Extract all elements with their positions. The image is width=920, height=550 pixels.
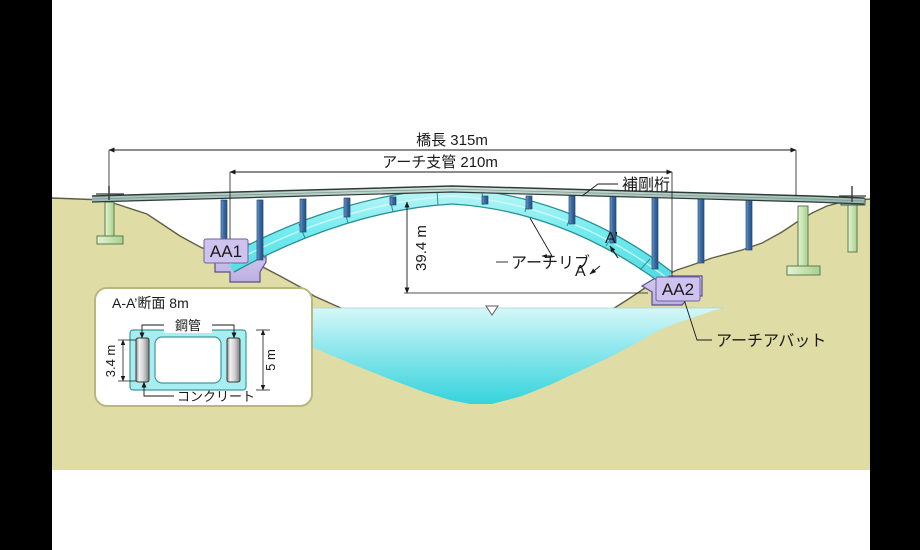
- inset-title: A-A’断面 8m: [112, 295, 189, 311]
- abutment-aa1-label-box: [203, 238, 249, 264]
- section-marker-a-prime-label: A’: [605, 230, 618, 247]
- inset-dim-34-label: 3.4 m: [103, 345, 118, 378]
- spandrel-column: [389, 196, 397, 206]
- cross-section-inset: A-A’断面 8m 鋼管 コンクリート: [94, 287, 313, 407]
- spandrel-columns-group: [220, 195, 753, 270]
- callout-arch-rib-label: アーチリブ: [511, 253, 590, 272]
- section-marker-a-prime-arrow: [609, 245, 619, 259]
- spandrel-column: [343, 197, 351, 218]
- arch-rib-band: [224, 188, 672, 284]
- abutment-aa2-label-box: [655, 276, 701, 302]
- deck-bottom-line: [91, 191, 865, 205]
- spandrel-column: [568, 195, 576, 225]
- callout-group: 補剛桁 アーチリブ アーチアバット AA1 AA2 A’ A: [203, 176, 826, 350]
- section-steel-pipe-left: [135, 337, 150, 383]
- water-level-triangle-icon: [485, 305, 499, 316]
- spandrel-column: [525, 195, 533, 210]
- inset-steel-pipe-label: 鋼管: [175, 318, 201, 333]
- callout-arch-abutment-leader: [680, 289, 712, 341]
- approach-pier-right-inner: [786, 205, 821, 276]
- spandrel-column: [299, 198, 307, 233]
- callout-stiffening-girder-leader: [581, 183, 618, 197]
- deck-mid-line: [91, 188, 865, 202]
- letterbox-left: [0, 0, 52, 550]
- dimension-group: 橋長 315m アーチ支管 210m 39.4 m: [108, 132, 797, 294]
- spandrel-column: [481, 195, 489, 205]
- arch-rib-bottom-edge: [233, 203, 663, 285]
- diagram-canvas: 橋長 315m アーチ支管 210m 39.4 m 補剛桁 アーチリブ: [52, 0, 870, 550]
- inset-concrete-label: コンクリート: [177, 389, 255, 404]
- bridge-elevation-drawing: 橋長 315m アーチ支管 210m 39.4 m 補剛桁 アーチリブ: [52, 132, 870, 470]
- section-inner-void: [154, 336, 222, 384]
- letterbox-right: [870, 0, 920, 550]
- callout-stiffening-girder-label: 補剛桁: [622, 176, 670, 194]
- section-marker-a-arrow: [589, 265, 601, 275]
- spandrel-column: [256, 199, 264, 261]
- inset-steel-pipe-label-bg: [164, 316, 212, 333]
- spandrel-column: [745, 197, 753, 251]
- callout-arch-abutment-label: アーチアバット: [716, 333, 826, 350]
- abutment-aa2-label: AA2: [662, 280, 694, 299]
- water-body: [212, 308, 724, 404]
- spandrel-column: [697, 196, 705, 264]
- section-marker-a-label: A: [575, 263, 586, 280]
- stiffening-girder-group: [91, 185, 865, 205]
- inset-concrete-leader: [141, 381, 174, 397]
- inset-dim-5m-label: 5 m: [263, 349, 278, 371]
- abutment-aa1-label: AA1: [210, 242, 242, 261]
- callout-arch-rib-leader: [529, 217, 553, 258]
- dim-arch-span-label: アーチ支管 210m: [382, 154, 498, 171]
- dim-bridge-length-label: 橋長 315m: [416, 132, 488, 149]
- dim-rise-label: 39.4 m: [413, 225, 430, 271]
- spandrel-column: [651, 196, 659, 270]
- section-steel-pipe-right: [226, 337, 241, 383]
- deck-top-line: [91, 185, 865, 199]
